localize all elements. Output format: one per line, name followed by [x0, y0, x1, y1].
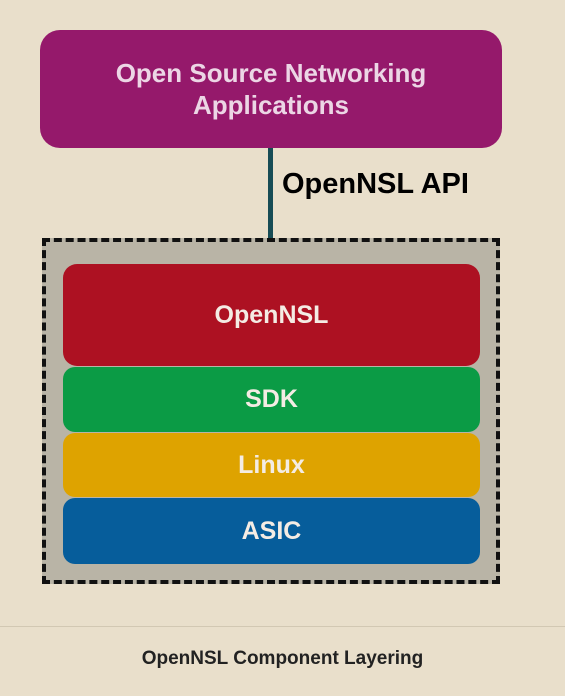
applications-box: Open Source Networking Applications	[40, 30, 502, 148]
layer-sdk: SDK	[63, 367, 480, 432]
layer-opennsl: OpenNSL	[63, 264, 480, 366]
figure-caption: OpenNSL Component Layering	[141, 648, 424, 669]
api-connector-line	[268, 148, 273, 270]
caption-divider	[0, 626, 565, 627]
api-label: OpenNSL API	[282, 168, 469, 200]
applications-label-line2: Applications	[192, 90, 349, 120]
layer-asic: ASIC	[63, 498, 480, 564]
layer-linux: Linux	[63, 433, 480, 497]
applications-label-line1: Open Source Networking	[115, 58, 427, 88]
